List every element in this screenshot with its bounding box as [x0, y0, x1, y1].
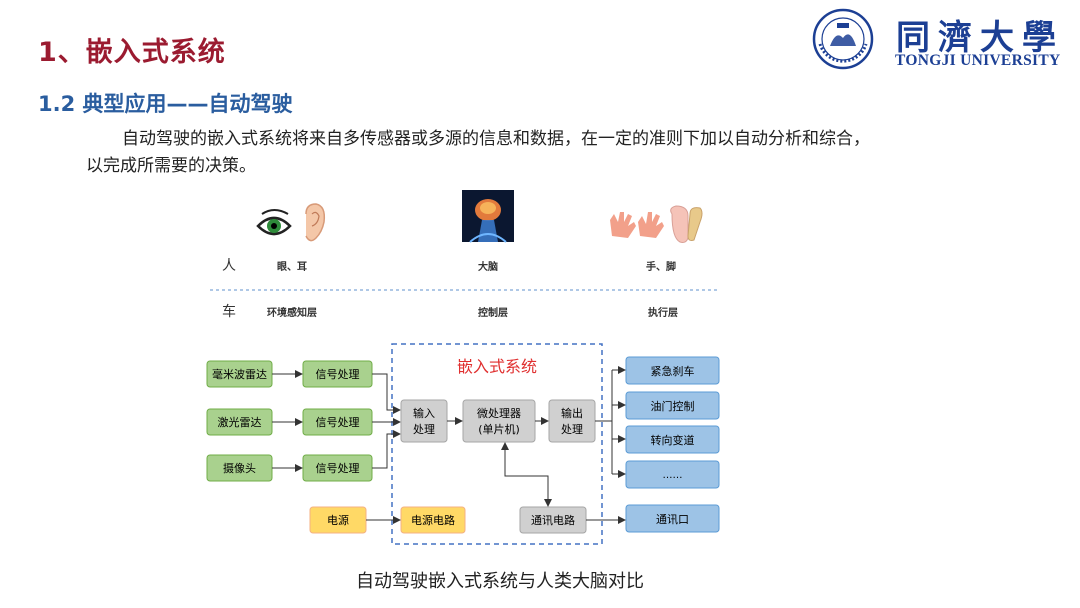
brain-image: [462, 190, 514, 243]
sensor-lidar: 激光雷达: [206, 408, 273, 436]
comm-circuit-label: 通讯电路: [531, 514, 575, 527]
signal-processing-label: 信号处理: [316, 416, 360, 429]
hands-icon: [610, 212, 664, 238]
human-label-eye-ear: 眼、耳: [277, 261, 307, 273]
university-name-en: TONGJI UNIVERSITY: [895, 52, 1061, 69]
slide-title: 1、嵌入式系统: [38, 37, 226, 68]
power-label: 电源: [327, 513, 349, 527]
power-circuit-block: 电源电路: [400, 506, 466, 534]
figure-caption: 自动驾驶嵌入式系统与人类大脑对比: [356, 571, 644, 592]
embedded-system-title: 嵌入式系统: [457, 357, 537, 376]
feet-icon: [670, 205, 703, 243]
signal-processing-1: 信号处理: [302, 360, 373, 388]
sensor-label: 毫米波雷达: [212, 367, 267, 381]
human-label-hands-feet: 手、脚: [646, 260, 676, 273]
arrow: [372, 373, 401, 414]
output-processing-block: 输出 处理: [548, 399, 596, 443]
car-row-label: 车: [222, 303, 236, 320]
signal-processing-label: 信号处理: [316, 368, 360, 381]
ear-icon: [305, 203, 326, 242]
slide-subtitle: 1.2 典型应用——自动驾驶: [38, 92, 293, 116]
actuator-steering: 转向变道: [625, 425, 720, 454]
body-paragraph: 自动驾驶的嵌入式系统将来自多传感器或多源的信息和数据，在一定的准则下加以自动分析…: [86, 129, 870, 176]
sensor-label: 激光雷达: [218, 415, 262, 429]
cpu-block-line2: (单片机): [478, 422, 520, 436]
input-block-line1: 输入: [413, 406, 435, 420]
comm-port-label: 通讯口: [656, 513, 689, 526]
microprocessor-block: 微处理器 (单片机): [462, 399, 536, 443]
actuator-label: 油门控制: [651, 399, 695, 413]
comm-port-block: 通讯口: [625, 504, 720, 533]
university-name-cn: 同濟大學: [896, 18, 1064, 58]
actuator-more: ……: [625, 460, 720, 489]
actuator-label: 紧急刹车: [651, 364, 695, 378]
actuator-label: ……: [663, 470, 683, 481]
arrow: [372, 430, 401, 469]
car-label-execution: 执行层: [648, 306, 678, 319]
university-seal-logo: [812, 8, 874, 70]
input-processing-block: 输入 处理: [400, 399, 448, 443]
eye-icon: [256, 209, 292, 236]
actuator-throttle: 油门控制: [625, 391, 720, 420]
actuator-emergency-brake: 紧急刹车: [625, 356, 720, 385]
power-circuit-label: 电源电路: [411, 513, 455, 527]
human-row-label: 人: [222, 258, 236, 274]
embedded-system-boundary: [391, 343, 603, 545]
cpu-block-line1: 微处理器: [477, 406, 521, 420]
signal-processing-label: 信号处理: [316, 462, 360, 475]
actuator-label: 转向变道: [651, 433, 695, 447]
power-source-block: 电源: [309, 506, 367, 534]
bidirectional-arrow: [501, 442, 552, 507]
sensor-label: 摄像头: [223, 461, 256, 475]
sensor-camera: 摄像头: [206, 454, 273, 482]
sensor-mmwave-radar: 毫米波雷达: [206, 360, 273, 388]
human-label-brain: 大脑: [478, 260, 498, 273]
car-label-perception: 环境感知层: [267, 306, 317, 319]
signal-processing-2: 信号处理: [302, 408, 373, 436]
output-block-line1: 输出: [561, 406, 583, 420]
output-block-line2: 处理: [561, 423, 583, 436]
car-label-control: 控制层: [478, 306, 508, 319]
signal-processing-3: 信号处理: [302, 454, 373, 482]
input-block-line2: 处理: [413, 423, 435, 436]
comm-circuit-block: 通讯电路: [519, 506, 587, 534]
